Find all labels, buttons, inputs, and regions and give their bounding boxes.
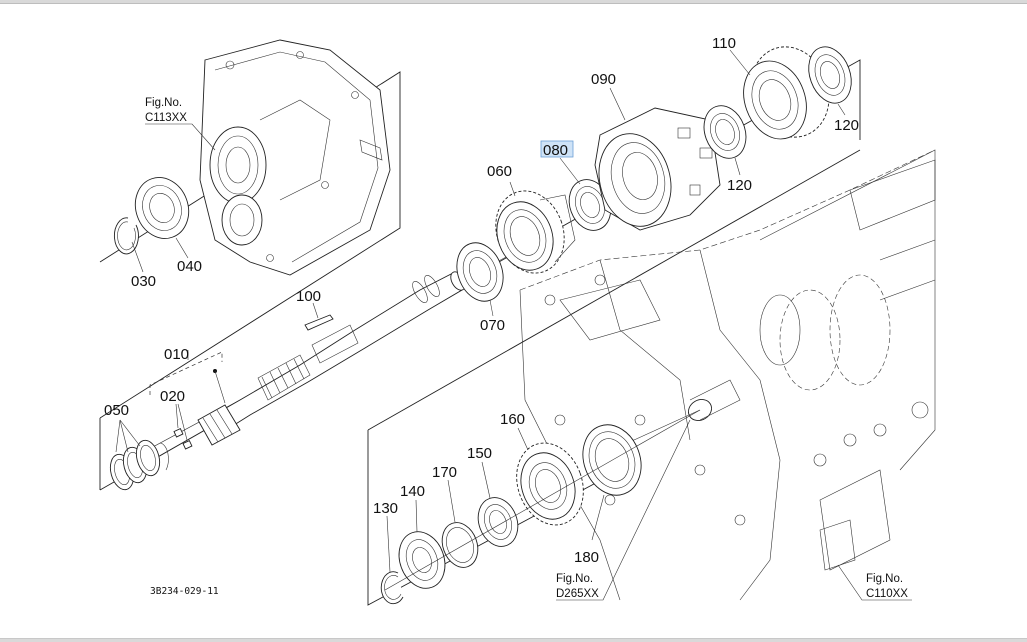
- figure-ref-code: C113XX: [145, 112, 187, 124]
- part-100-key[interactable]: 100: [296, 288, 334, 331]
- part-040-bearing[interactable]: 040: [127, 170, 202, 275]
- right-frame-top: [367, 149, 861, 431]
- part-130-snap-ring[interactable]: 130: [373, 500, 404, 605]
- part-080-bearing[interactable]: 080: [540, 140, 618, 236]
- part-150-bearing[interactable]: 150: [467, 445, 524, 552]
- part-140-bearing[interactable]: 140: [391, 483, 452, 595]
- figure-ref-prefix: Fig.No.: [145, 97, 182, 109]
- part-label: 100: [296, 288, 321, 305]
- lower-axis-line: [384, 409, 701, 591]
- part-label-selected: 080: [543, 142, 568, 159]
- part-180-oil-seal[interactable]: 180: [573, 417, 650, 566]
- part-020-set-screws[interactable]: 020: [160, 388, 193, 450]
- part-label: 050: [104, 402, 129, 419]
- figure-ref-prefix: Fig.No.: [556, 573, 593, 585]
- part-label: 150: [467, 445, 492, 462]
- part-label: 170: [432, 464, 457, 481]
- figure-ref-prefix: Fig.No.: [866, 573, 903, 585]
- part-label: 040: [177, 258, 202, 275]
- part-label: 130: [373, 500, 398, 517]
- part-label: 060: [487, 163, 512, 180]
- part-label: 180: [574, 549, 599, 566]
- part-170-collar[interactable]: 170: [432, 464, 484, 572]
- figure-ref-code: D265XX: [556, 588, 599, 600]
- part-120-bearing-outer[interactable]: 120: [801, 41, 859, 134]
- part-090-clutch-drum[interactable]: 090: [589, 71, 721, 234]
- part-label: 030: [131, 273, 156, 290]
- part-label: 070: [480, 317, 505, 334]
- part-label: 120: [727, 177, 752, 194]
- front-case-housing: [199, 39, 391, 276]
- part-label: 090: [591, 71, 616, 88]
- part-050-spring-set[interactable]: 050: [104, 402, 169, 492]
- figure-ref-code: C110XX: [866, 588, 908, 600]
- part-label: 020: [160, 388, 185, 405]
- figure-ref-c110xx[interactable]: Fig.No. C110XX: [837, 564, 912, 601]
- part-label: 010: [164, 346, 189, 363]
- part-120-bearing-inner[interactable]: 120: [697, 100, 753, 194]
- window-bottom-border: [0, 638, 1027, 642]
- part-label: 120: [834, 117, 859, 134]
- window-top-border: [0, 0, 1027, 4]
- rear-case-housing: [519, 149, 936, 601]
- part-060-gear[interactable]: 060: [485, 163, 576, 283]
- figure-ref-d265xx[interactable]: Fig.No. D265XX: [556, 419, 691, 601]
- part-label: 140: [400, 483, 425, 500]
- part-030-snap-ring[interactable]: 030: [113, 217, 156, 290]
- drawing-code: 3B234-029-11: [150, 586, 219, 597]
- part-label: 110: [712, 35, 736, 52]
- part-070-bearing[interactable]: 070: [449, 236, 511, 334]
- part-label: 160: [500, 411, 525, 428]
- part-160-gear[interactable]: 160: [500, 411, 594, 534]
- selected-highlight: [540, 140, 574, 158]
- figure-ref-c113xx[interactable]: Fig.No. C113XX: [145, 97, 216, 151]
